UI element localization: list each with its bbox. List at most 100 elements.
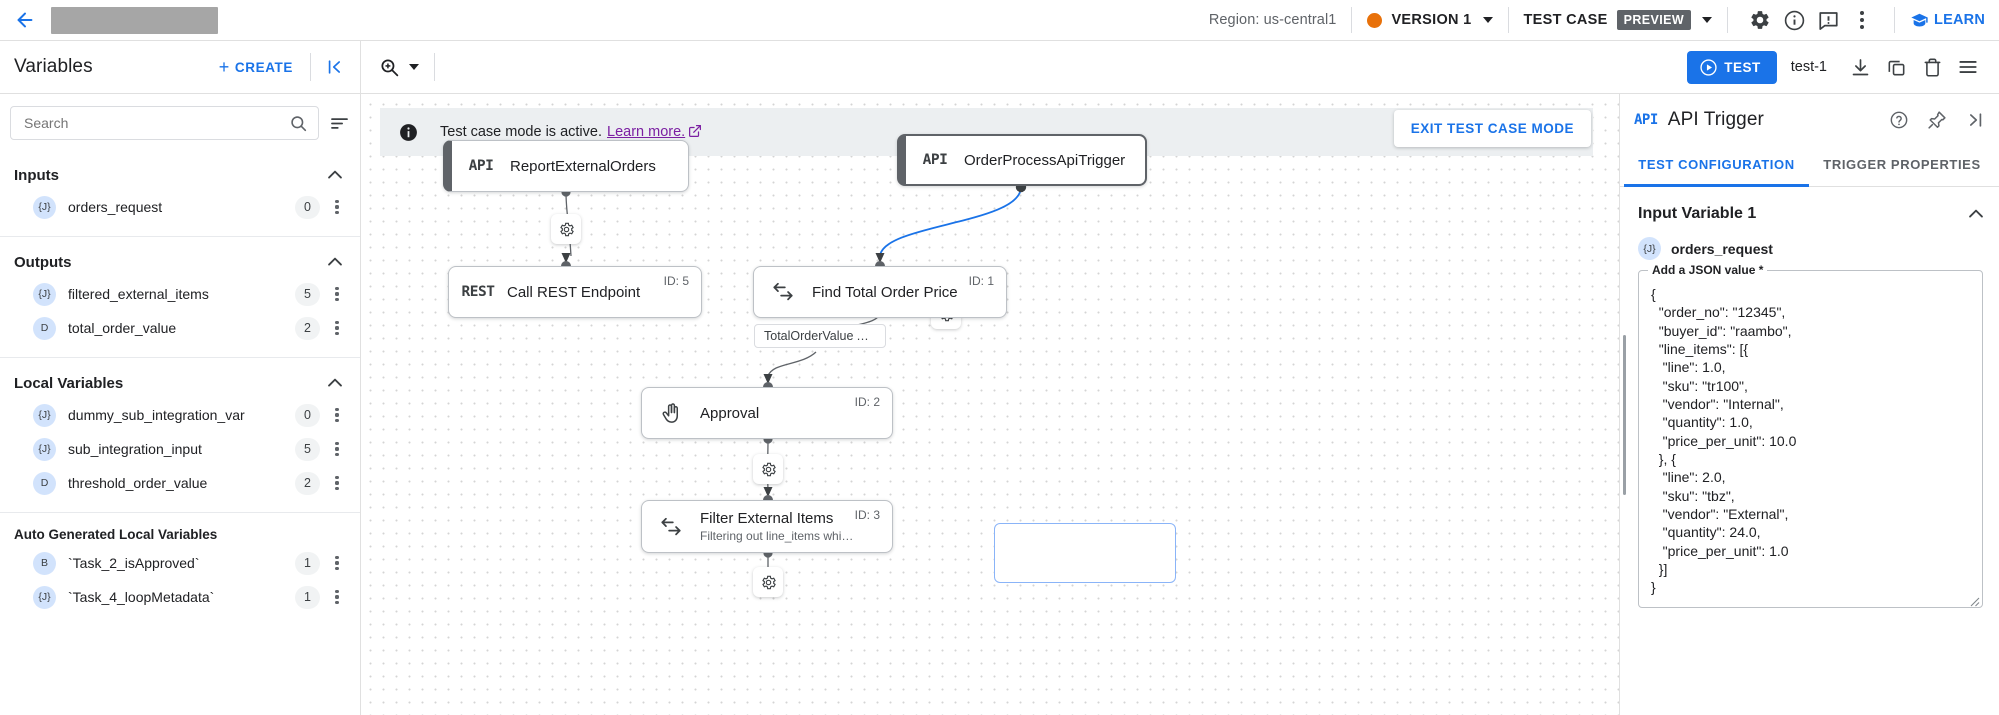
search-box[interactable] xyxy=(10,106,319,140)
variable-name: orders_request xyxy=(1671,240,1773,257)
version-label: VERSION 1 xyxy=(1391,12,1472,28)
pin-icon[interactable] xyxy=(1923,106,1951,134)
variable-type-badge: {J} xyxy=(33,585,56,609)
variables-panel-title: Variables xyxy=(14,56,93,77)
details-panel-header: API API Trigger xyxy=(1620,94,1999,144)
resize-handle-icon[interactable] xyxy=(1968,594,1980,606)
external-link-icon[interactable] xyxy=(688,124,702,138)
section-header-local-variables[interactable]: Local Variables xyxy=(0,368,360,398)
input-variable-block-header[interactable]: Input Variable 1 xyxy=(1620,187,1999,235)
section-title: Auto Generated Local Variables xyxy=(14,527,218,542)
more-vert-icon[interactable] xyxy=(324,584,350,610)
more-vert-icon[interactable] xyxy=(324,194,350,220)
collapse-left-icon[interactable] xyxy=(322,54,348,80)
learn-icon xyxy=(1911,13,1928,26)
toolbar-right-section: TEST test-1 xyxy=(1681,41,1999,93)
variables-sidebar: Inputs{J}orders_request0Outputs{J}filter… xyxy=(0,94,361,715)
api-icon: API xyxy=(922,152,948,168)
chevron-up-icon[interactable] xyxy=(324,251,346,273)
node-subtitle: Filtering out line_items whi… xyxy=(700,529,854,543)
zoom-control[interactable] xyxy=(375,53,423,82)
variable-count-badge: 1 xyxy=(295,551,320,575)
exit-test-case-mode-button[interactable]: EXIT TEST CASE MODE xyxy=(1393,110,1591,147)
variable-name: `Task_2_isApproved` xyxy=(68,555,200,571)
json-editor-wrapper: Add a JSON value * { "order_no": "12345"… xyxy=(1638,263,1983,608)
section-header-auto-generated-local-variables[interactable]: Auto Generated Local Variables xyxy=(0,523,360,546)
delete-icon[interactable] xyxy=(1915,50,1949,84)
node-filter-external-items[interactable]: Filter External Items Filtering out line… xyxy=(641,500,893,553)
approval-hand-icon xyxy=(642,402,700,425)
variable-name: total_order_value xyxy=(68,320,177,336)
copy-icon[interactable] xyxy=(1879,50,1913,84)
more-vert-icon[interactable] xyxy=(324,402,350,428)
test-case-selector[interactable]: TEST CASE PREVIEW xyxy=(1524,10,1713,30)
header-divider-1 xyxy=(1351,7,1353,33)
json-editor[interactable]: Add a JSON value * { "order_no": "12345"… xyxy=(1638,263,1983,608)
details-panel-tabs: TEST CONFIGURATION TRIGGER PROPERTIES xyxy=(1620,144,1999,187)
section-header-outputs[interactable]: Outputs xyxy=(0,247,360,277)
tab-test-configuration[interactable]: TEST CONFIGURATION xyxy=(1624,144,1810,187)
version-selector[interactable]: VERSION 1 xyxy=(1367,12,1493,28)
create-variable-button[interactable]: + CREATE xyxy=(213,54,299,80)
chevron-up-icon[interactable] xyxy=(1965,203,1987,225)
variable-count-badge: 2 xyxy=(295,316,320,340)
node-approval[interactable]: Approval ID: 2 xyxy=(641,387,893,439)
more-vert-icon[interactable] xyxy=(324,470,350,496)
node-id-label: ID: 5 xyxy=(663,274,689,288)
edge-settings-gear-icon[interactable] xyxy=(551,214,581,244)
edge-settings-gear-icon[interactable] xyxy=(753,567,783,597)
more-vert-icon[interactable] xyxy=(1845,3,1879,37)
node-call-rest-endpoint[interactable]: REST Call REST Endpoint ID: 5 xyxy=(448,266,702,318)
more-vert-icon[interactable] xyxy=(324,550,350,576)
help-icon[interactable] xyxy=(1885,106,1913,134)
variable-count-badge: 5 xyxy=(295,437,320,461)
info-icon[interactable] xyxy=(1777,3,1811,37)
gear-icon[interactable] xyxy=(1743,3,1777,37)
more-vert-icon[interactable] xyxy=(324,315,350,341)
download-icon[interactable] xyxy=(1843,50,1877,84)
node-report-external-orders[interactable]: API ReportExternalOrders xyxy=(443,140,689,192)
node-order-process-api-trigger[interactable]: API OrderProcessApiTrigger xyxy=(897,134,1147,186)
more-vert-icon[interactable] xyxy=(324,436,350,462)
tab-trigger-properties[interactable]: TRIGGER PROPERTIES xyxy=(1823,157,1981,172)
node-body: ReportExternalOrders xyxy=(510,158,688,175)
section-header-inputs[interactable]: Inputs xyxy=(0,160,360,190)
variable-name: `Task_4_loopMetadata` xyxy=(68,589,215,605)
chevron-up-icon[interactable] xyxy=(324,164,346,186)
edge-condition-label[interactable]: TotalOrderValue Above … xyxy=(754,324,886,348)
json-value-text[interactable]: { "order_no": "12345", "buyer_id": "raam… xyxy=(1651,286,1797,596)
preview-badge: PREVIEW xyxy=(1616,10,1692,30)
menu-icon[interactable] xyxy=(1951,50,1985,84)
learn-more-link[interactable]: Learn more. xyxy=(607,124,686,140)
collapse-right-icon[interactable] xyxy=(1961,106,1989,134)
back-arrow-icon[interactable] xyxy=(10,5,40,35)
variable-type-badge: {J} xyxy=(33,403,56,427)
learn-link[interactable]: LEARN xyxy=(1910,11,1985,30)
edge-settings-gear-icon[interactable] xyxy=(753,454,783,484)
toolbar-divider-1 xyxy=(310,53,311,81)
node-title: Find Total Order Price xyxy=(812,283,958,301)
node-find-total-order-price[interactable]: Find Total Order Price ID: 1 xyxy=(753,266,1007,318)
toolbar-left-section: Variables + CREATE xyxy=(0,41,361,93)
search-input[interactable] xyxy=(24,115,289,131)
test-button[interactable]: TEST xyxy=(1687,50,1777,84)
variable-name: sub_integration_input xyxy=(68,441,202,457)
filter-list-icon[interactable] xyxy=(326,110,352,136)
chevron-up-icon[interactable] xyxy=(324,372,346,394)
canvas-floating-panel[interactable] xyxy=(994,523,1176,583)
variable-row[interactable]: {J}`Task_4_loopMetadata`1 xyxy=(0,580,360,614)
panel-scrollbar[interactable] xyxy=(1623,335,1626,495)
more-vert-icon[interactable] xyxy=(324,281,350,307)
variable-row[interactable]: B`Task_2_isApproved`1 xyxy=(0,546,360,580)
feedback-icon[interactable] xyxy=(1811,3,1845,37)
variable-count-badge: 0 xyxy=(295,403,320,427)
api-icon: API xyxy=(468,158,494,174)
node-title: Filter External Items xyxy=(700,510,834,527)
flow-canvas[interactable]: Test case mode is active. Learn more. EX… xyxy=(361,94,1619,715)
